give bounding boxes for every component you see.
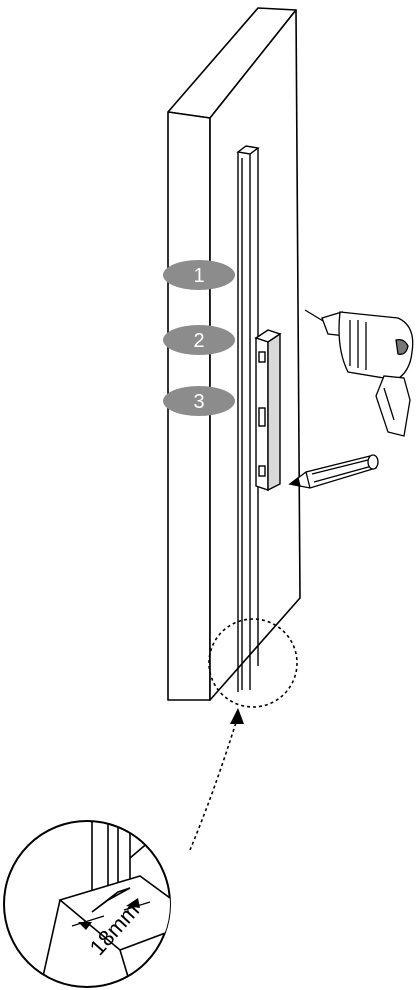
step-number-1: 1 xyxy=(193,265,204,287)
detail-magnifier: 18mm xyxy=(3,820,171,988)
detail-callout-circle xyxy=(208,618,298,708)
drill-icon xyxy=(304,309,414,437)
pencil-icon xyxy=(288,454,379,489)
door-side-face xyxy=(209,9,301,701)
step-badge-2: 2 xyxy=(163,325,235,355)
spirit-level-icon xyxy=(254,329,282,492)
step-badge-1: 1 xyxy=(163,260,235,290)
callout-arrow xyxy=(189,708,244,851)
step-number-3: 3 xyxy=(193,391,204,413)
step-number-2: 2 xyxy=(193,330,204,352)
step-badge-3: 3 xyxy=(163,386,235,416)
